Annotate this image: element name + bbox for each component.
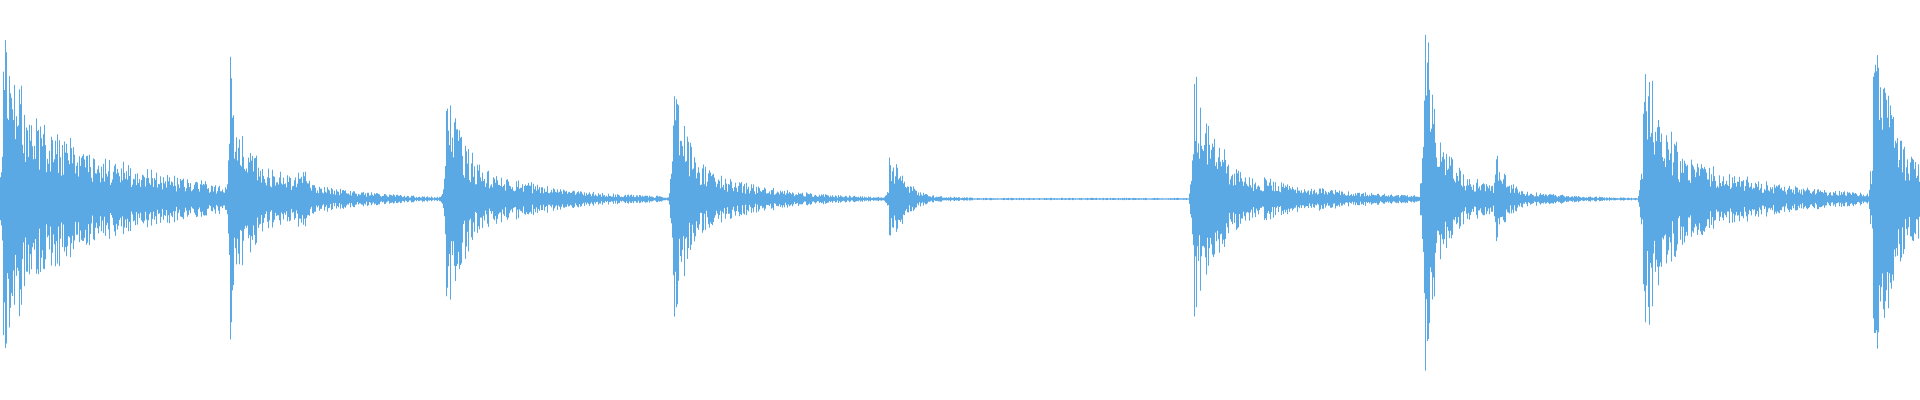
waveform-samples	[0, 34, 1920, 371]
waveform-path	[0, 34, 1920, 371]
